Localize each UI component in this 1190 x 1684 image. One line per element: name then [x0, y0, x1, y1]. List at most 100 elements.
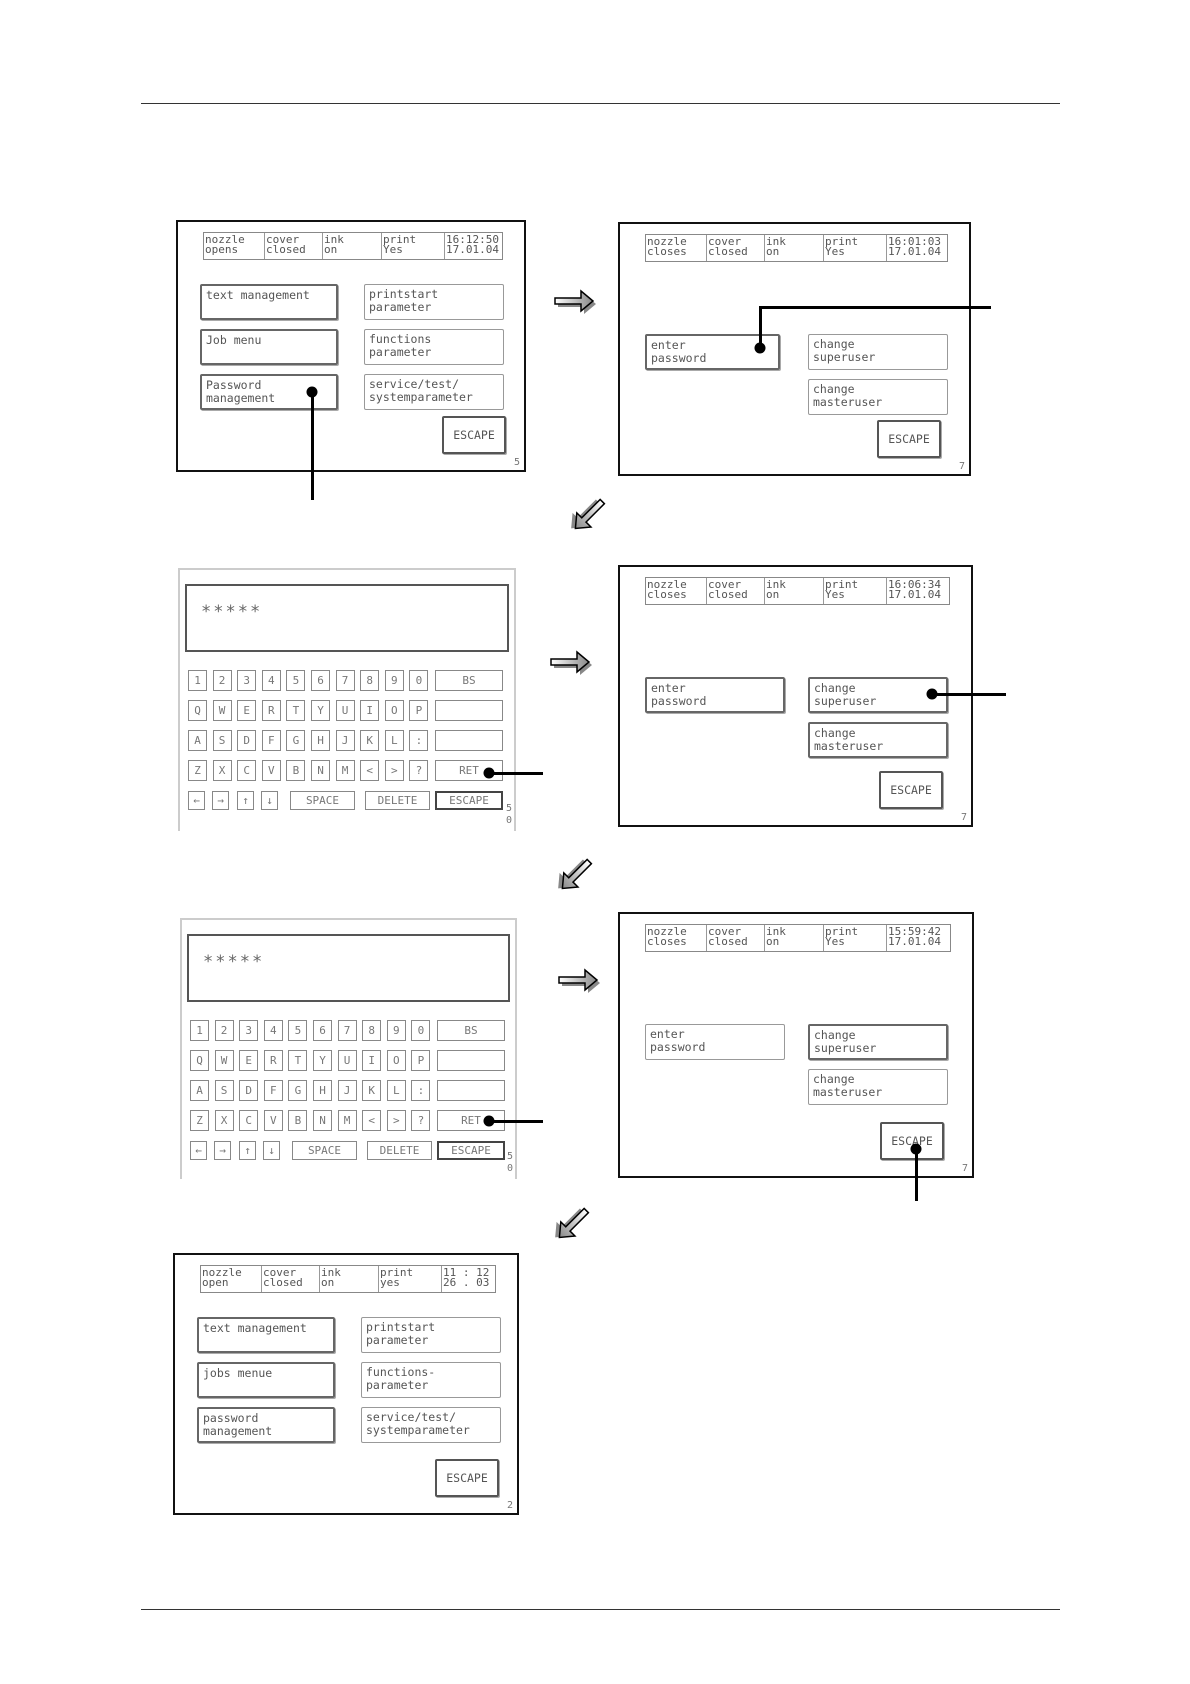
key-2[interactable]: 2: [214, 1020, 234, 1041]
key-Y[interactable]: Y: [311, 700, 330, 721]
key-O[interactable]: O: [384, 700, 404, 721]
key-arrow[interactable]: ↓: [263, 1141, 280, 1160]
key-6[interactable]: 6: [313, 1020, 332, 1041]
key-E[interactable]: E: [239, 1050, 259, 1071]
key-4[interactable]: 4: [263, 1020, 283, 1041]
key-X[interactable]: X: [214, 1110, 234, 1131]
key-BS[interactable]: BS: [435, 670, 503, 691]
key-blank[interactable]: [437, 1080, 505, 1101]
key-D[interactable]: D: [239, 1080, 259, 1101]
key-X[interactable]: X: [212, 760, 232, 781]
password-menu-button[interactable]: change masteruser: [808, 1069, 948, 1105]
menu-button[interactable]: printstart parameter: [361, 1317, 501, 1353]
key-I[interactable]: I: [360, 700, 380, 721]
key-8[interactable]: 8: [360, 670, 380, 691]
key-arrow[interactable]: ←: [190, 1141, 207, 1160]
key-R[interactable]: R: [263, 1050, 283, 1071]
key-B[interactable]: B: [286, 760, 306, 781]
key-M[interactable]: M: [337, 1110, 357, 1131]
escape-button[interactable]: ESCAPE: [880, 1122, 944, 1160]
key-K[interactable]: K: [362, 1080, 382, 1101]
key->[interactable]: >: [386, 1110, 406, 1131]
key-9[interactable]: 9: [386, 1020, 406, 1041]
menu-button[interactable]: Job menu: [200, 329, 338, 365]
escape-button[interactable]: ESCAPE: [879, 771, 943, 809]
key-J[interactable]: J: [337, 1080, 357, 1101]
key-0[interactable]: 0: [411, 1020, 431, 1041]
key-D[interactable]: D: [237, 730, 257, 751]
key-S[interactable]: S: [214, 1080, 234, 1101]
key-N[interactable]: N: [313, 1110, 332, 1131]
key-<[interactable]: <: [360, 760, 380, 781]
menu-button[interactable]: service/test/ systemparameter: [361, 1407, 501, 1443]
key-P[interactable]: P: [409, 700, 429, 721]
key-S[interactable]: S: [212, 730, 232, 751]
key-T[interactable]: T: [288, 1050, 308, 1071]
key-V[interactable]: V: [261, 760, 281, 781]
menu-button[interactable]: functions parameter: [364, 329, 504, 365]
key-W[interactable]: W: [212, 700, 232, 721]
key-L[interactable]: L: [384, 730, 404, 751]
key-U[interactable]: U: [337, 1050, 357, 1071]
key-Q[interactable]: Q: [188, 700, 207, 721]
escape-button[interactable]: ESCAPE: [435, 1459, 499, 1497]
key-:[interactable]: :: [411, 1080, 431, 1101]
key-R[interactable]: R: [261, 700, 281, 721]
key-L[interactable]: L: [386, 1080, 406, 1101]
key-E[interactable]: E: [237, 700, 257, 721]
key-4[interactable]: 4: [261, 670, 281, 691]
key-G[interactable]: G: [286, 730, 306, 751]
key-F[interactable]: F: [261, 730, 281, 751]
key-arrow[interactable]: ↑: [239, 1141, 256, 1160]
key->[interactable]: >: [384, 760, 404, 781]
key-arrow[interactable]: →: [214, 1141, 231, 1160]
key-<[interactable]: <: [362, 1110, 382, 1131]
key-blank[interactable]: [435, 700, 503, 721]
key-arrow[interactable]: →: [212, 791, 229, 810]
key-3[interactable]: 3: [237, 670, 257, 691]
key-J[interactable]: J: [335, 730, 355, 751]
key-N[interactable]: N: [311, 760, 330, 781]
key-F[interactable]: F: [263, 1080, 283, 1101]
key-7[interactable]: 7: [335, 670, 355, 691]
key-7[interactable]: 7: [337, 1020, 357, 1041]
key-blank[interactable]: [435, 730, 503, 751]
key-B[interactable]: B: [288, 1110, 308, 1131]
password-menu-button[interactable]: change superuser: [808, 334, 948, 370]
key-1[interactable]: 1: [190, 1020, 209, 1041]
key-delete[interactable]: DELETE: [367, 1141, 432, 1160]
key-9[interactable]: 9: [384, 670, 404, 691]
key-K[interactable]: K: [360, 730, 380, 751]
key-2[interactable]: 2: [212, 670, 232, 691]
key-Z[interactable]: Z: [188, 760, 207, 781]
password-menu-button[interactable]: enter password: [645, 1024, 785, 1060]
key-space[interactable]: SPACE: [290, 791, 355, 810]
menu-button[interactable]: password management: [197, 1407, 335, 1443]
password-input[interactable]: *****: [185, 584, 509, 652]
key-arrow[interactable]: ↑: [237, 791, 254, 810]
key-A[interactable]: A: [188, 730, 207, 751]
key-H[interactable]: H: [313, 1080, 332, 1101]
key-T[interactable]: T: [286, 700, 306, 721]
menu-button[interactable]: service/test/ systemparameter: [364, 374, 504, 410]
password-menu-button[interactable]: change superuser: [808, 1024, 948, 1060]
key-blank[interactable]: [437, 1050, 505, 1071]
key-A[interactable]: A: [190, 1080, 209, 1101]
key-U[interactable]: U: [335, 700, 355, 721]
password-menu-button[interactable]: change masteruser: [808, 379, 948, 415]
key-delete[interactable]: DELETE: [365, 791, 430, 810]
escape-button[interactable]: ESCAPE: [442, 416, 506, 454]
menu-button[interactable]: Password management: [200, 374, 338, 410]
key-C[interactable]: C: [237, 760, 257, 781]
password-input[interactable]: *****: [187, 934, 510, 1002]
key-Y[interactable]: Y: [313, 1050, 332, 1071]
key-I[interactable]: I: [362, 1050, 382, 1071]
key-H[interactable]: H: [311, 730, 330, 751]
key-arrow[interactable]: ←: [188, 791, 205, 810]
key-3[interactable]: 3: [239, 1020, 259, 1041]
key-?[interactable]: ?: [409, 760, 429, 781]
key-G[interactable]: G: [288, 1080, 308, 1101]
key-M[interactable]: M: [335, 760, 355, 781]
menu-button[interactable]: text management: [200, 284, 338, 320]
key-P[interactable]: P: [411, 1050, 431, 1071]
